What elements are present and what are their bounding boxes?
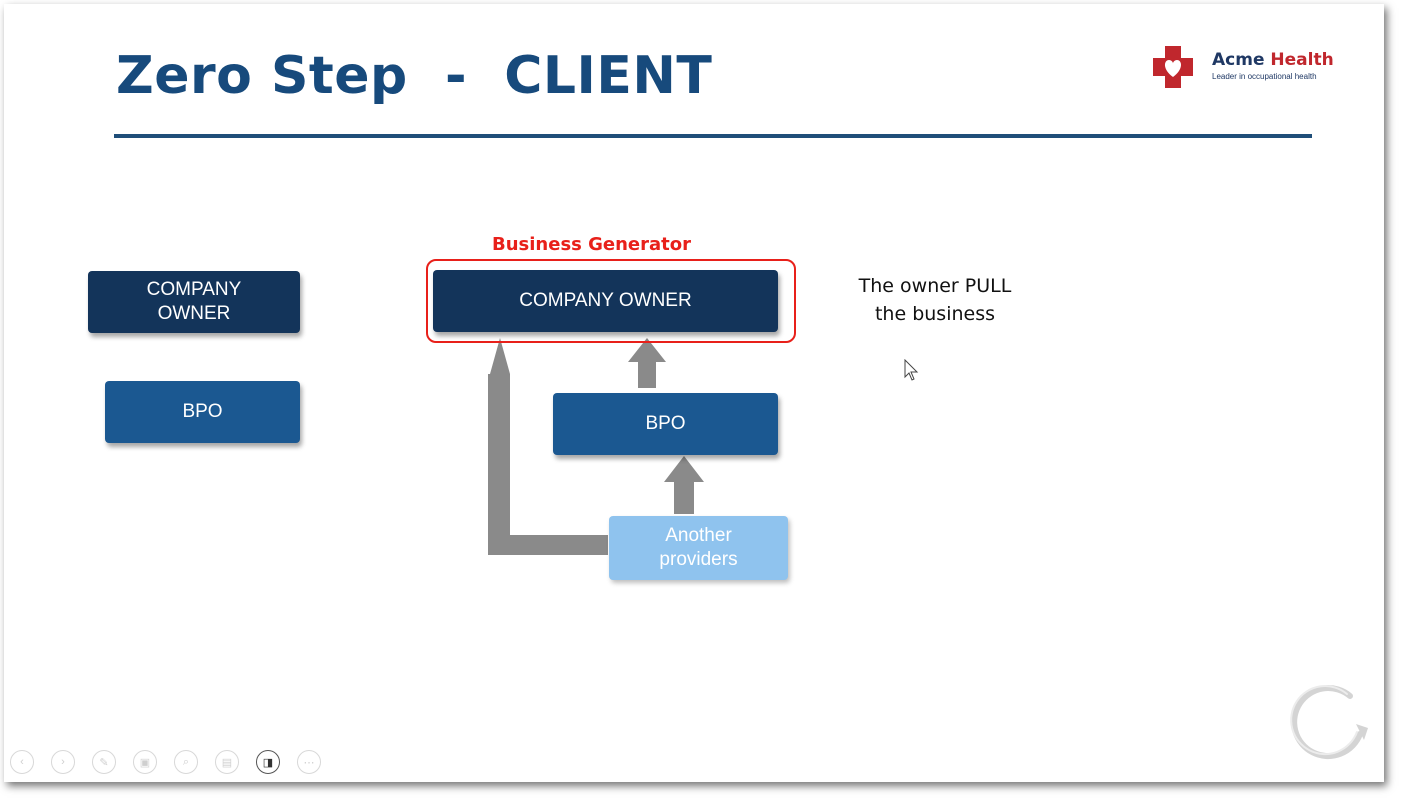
subtitles-icon: ▤: [221, 756, 233, 769]
next-icon: ›: [61, 756, 65, 768]
toolbar-button-subtitles[interactable]: ▤: [215, 750, 239, 774]
right-bpo-label: BPO: [645, 413, 686, 434]
flow-arrows: [488, 338, 704, 555]
another-providers-label: Another providers: [659, 525, 738, 570]
left-company-owner-label: COMPANY OWNER: [146, 279, 242, 324]
medical-cross-heart-icon: [1153, 46, 1193, 88]
left-bpo-label: BPO: [182, 401, 223, 422]
pen-icon: ✎: [99, 756, 109, 769]
right-company-owner-label: COMPANY OWNER: [519, 290, 692, 311]
logo-name-part1: Acme: [1212, 50, 1271, 70]
business-generator-highlight: [426, 259, 796, 343]
mouse-cursor-icon: [904, 359, 919, 381]
logo-name: Acme Health: [1212, 50, 1334, 70]
right-bpo-box: BPO: [553, 393, 778, 455]
previous-icon: ‹: [20, 756, 24, 768]
arrow-bpo-to-owner: [628, 338, 666, 388]
arrow-providers-to-bpo: [664, 456, 704, 514]
toolbar-button-zoom[interactable]: ⌕: [174, 750, 198, 774]
slide: Zero Step - CLIENT Acme Health Leader in…: [4, 4, 1384, 782]
logo: [1153, 46, 1193, 88]
arrow-providers-to-owner: [488, 338, 608, 555]
left-bpo-box: BPO: [105, 381, 300, 443]
toolbar-button-previous[interactable]: ‹: [10, 750, 34, 774]
title-underline: [114, 134, 1312, 138]
left-company-owner-box: COMPANY OWNER: [88, 271, 300, 333]
right-company-owner-box: COMPANY OWNER: [433, 270, 778, 332]
toolbar-button-slides[interactable]: ▣: [133, 750, 157, 774]
slides-icon: ▣: [139, 756, 151, 769]
pull-note: The owner PULL the business: [858, 275, 1012, 325]
more-icon: ⋯: [303, 756, 315, 769]
slide-title: Zero Step - CLIENT: [116, 46, 713, 106]
logo-name-part2: Health: [1270, 50, 1334, 70]
presentation-toolbar: ‹ › ✎ ▣ ⌕ ▤ ◨ ⋯: [10, 750, 321, 774]
business-generator-label: Business Generator: [492, 234, 692, 255]
toolbar-button-next[interactable]: ›: [51, 750, 75, 774]
toolbar-button-camera[interactable]: ◨: [256, 750, 280, 774]
toolbar-button-more[interactable]: ⋯: [297, 750, 321, 774]
zoom-icon: ⌕: [182, 755, 190, 768]
another-providers-box: Another providers: [609, 516, 788, 580]
camera-icon: ◨: [262, 756, 274, 769]
loading-spinner-icon: [1290, 685, 1368, 760]
toolbar-button-pen[interactable]: ✎: [92, 750, 116, 774]
logo-tagline: Leader in occupational health: [1212, 72, 1317, 81]
